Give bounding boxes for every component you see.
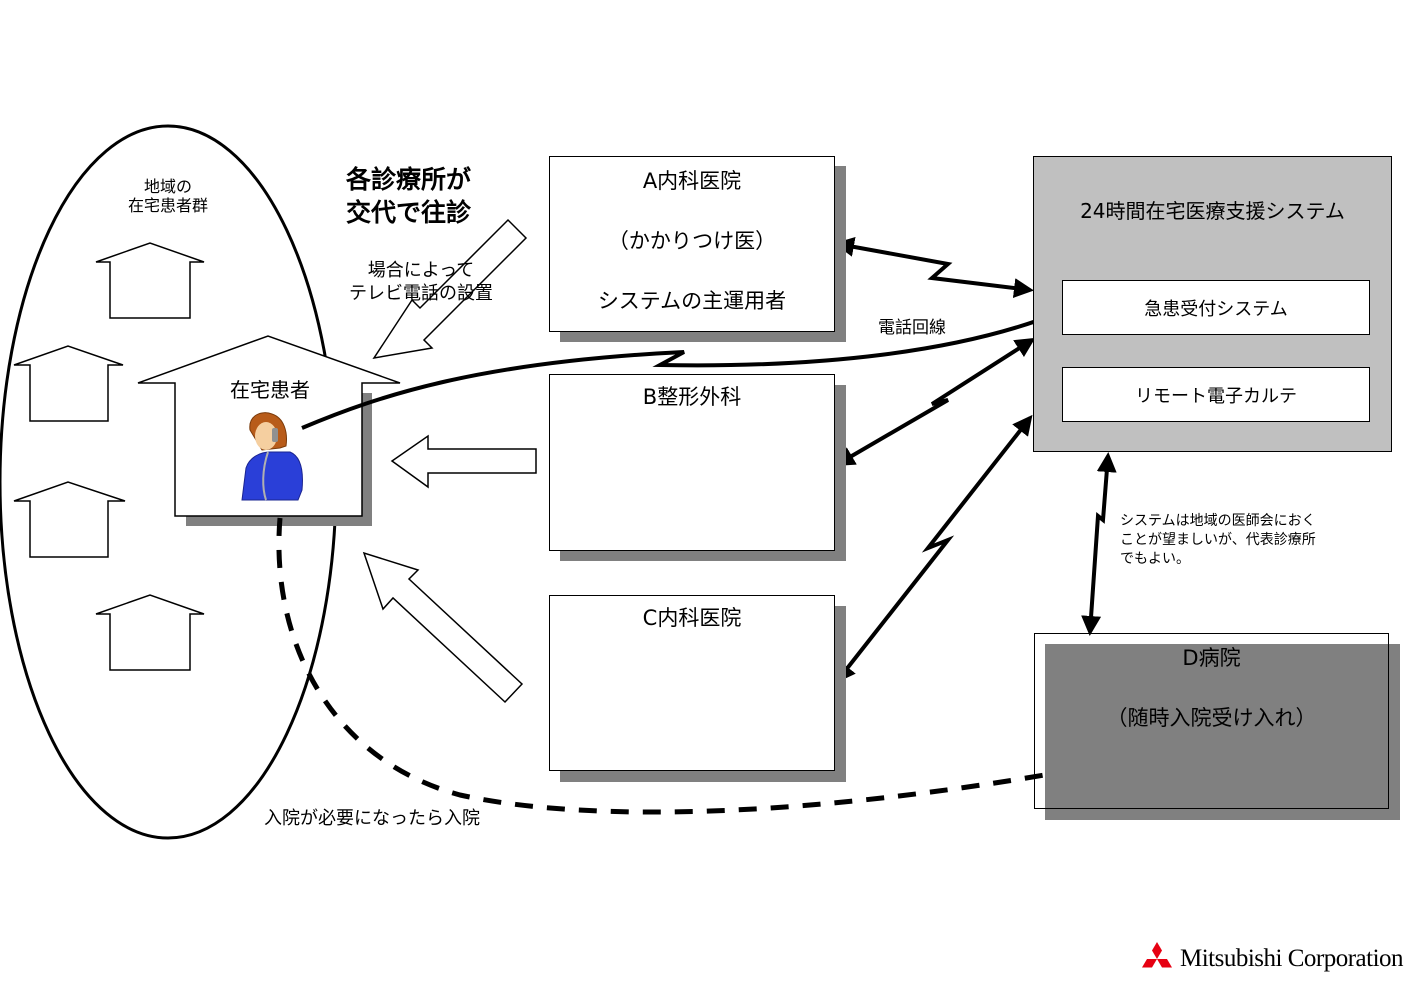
clinic-a-link-arrow	[834, 237, 1034, 298]
hospital-d-name: D病院	[1182, 646, 1241, 670]
three-diamonds-icon	[1142, 942, 1172, 968]
house-visit-note-line1: 各診療所が	[346, 165, 472, 194]
system-placement-note: システムは地域の医師会におく ことが望ましいが、代表診療所 でもよい。	[1120, 512, 1316, 569]
patient-house	[137, 335, 401, 517]
emergency-reception-module: 急患受付システム	[1062, 280, 1370, 335]
clinic-a-role: （かかりつけ医）	[607, 229, 777, 253]
hospital-d-box: D病院 （随時入院受け入れ）	[1034, 633, 1389, 809]
region-label: 地域の 在宅患者群	[108, 177, 228, 215]
phone-line-label: 電話回線	[878, 318, 946, 338]
system-note-line1: システムは地域の医師会におく	[1120, 513, 1316, 529]
house-icon	[95, 242, 205, 319]
video-phone-note: 場合によって テレビ電話の設置	[326, 259, 516, 306]
house-visit-note: 各診療所が 交代で往診	[346, 164, 471, 229]
emergency-reception-label: 急患受付システム	[1144, 298, 1288, 320]
clinic-a-name: A内科医院	[642, 169, 742, 193]
mitsubishi-logo: Mitsubishi Corporation	[1140, 942, 1404, 976]
hospital-link-arrow	[1081, 452, 1117, 636]
patient-label: 在宅患者	[230, 378, 310, 402]
support-system-title: 24時間在宅医療支援システム	[1080, 199, 1345, 223]
house-icon	[95, 594, 205, 671]
region-label-line1: 地域の	[143, 177, 192, 196]
clinic-c-hollow-arrow	[362, 551, 524, 704]
clinic-a-operator: システムの主運用者	[597, 289, 787, 313]
support-system-box: 24時間在宅医療支援システム 急患受付システム リモート電子カルテ	[1033, 156, 1392, 452]
hospital-d-subtitle: （随時入院受け入れ）	[1106, 706, 1317, 730]
remote-ehr-label: リモート電子カルテ	[1135, 385, 1297, 407]
system-note-line2: ことが望ましいが、代表診療所	[1120, 531, 1316, 548]
hospital-d-shadow	[1045, 644, 1400, 820]
house-visit-note-line2: 交代で往診	[346, 197, 472, 227]
admission-dashed-arrow	[276, 517, 1205, 815]
clinic-c-link-arrow	[835, 414, 1033, 684]
clinic-c-box: C内科医院	[549, 595, 835, 771]
clinic-b-link-arrow	[834, 337, 1036, 467]
video-phone-note-line2: テレビ電話の設置	[349, 283, 493, 305]
region-label-line2: 在宅患者群	[127, 196, 208, 216]
house-icon	[13, 481, 126, 558]
clinic-b-name: B整形外科	[642, 385, 742, 409]
remote-ehr-module: リモート電子カルテ	[1062, 367, 1370, 422]
company-name: Mitsubishi Corporation	[1180, 945, 1404, 972]
video-phone-note-line1: 場合によって	[367, 260, 475, 281]
admission-label: 入院が必要になったら入院	[264, 808, 480, 829]
house-icon	[13, 345, 124, 422]
clinic-b-hollow-arrow	[390, 434, 537, 489]
clinic-c-name: C内科医院	[642, 606, 742, 630]
system-note-line3: でもよい。	[1120, 550, 1190, 567]
clinic-a-box: A内科医院 （かかりつけ医） システムの主運用者	[549, 156, 835, 332]
clinic-b-box: B整形外科	[549, 374, 835, 551]
house-visit-hollow-arrow	[372, 218, 528, 360]
